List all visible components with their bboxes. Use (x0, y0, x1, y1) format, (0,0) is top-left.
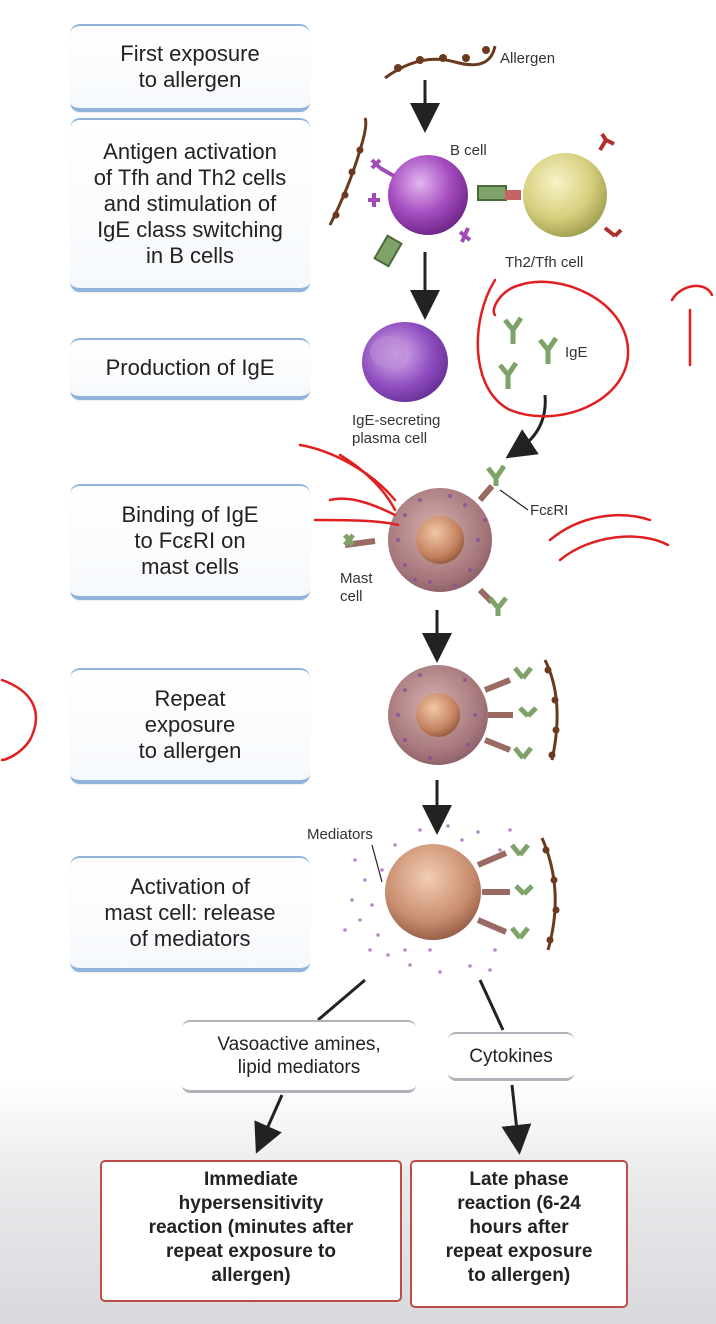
box-late-phase-reaction: Late phase reaction (6-24 hours after re… (410, 1160, 628, 1308)
ige-molecules (498, 316, 559, 389)
step-activation-mast-cell-text: Activation of mast cell: release of medi… (104, 874, 276, 951)
th2-cell (523, 132, 623, 238)
step-repeat-exposure-text: Repeat exposure to allergen (138, 686, 242, 763)
label-b-cell: B cell (450, 142, 487, 159)
label-th2-cell: Th2/Tfh cell (505, 254, 584, 271)
box-cytokines-text: Cytokines (469, 1045, 553, 1067)
flow-arrows (254, 80, 547, 1155)
step-antigen-activation: Antigen activation of Tfh and Th2 cells … (70, 118, 310, 292)
label-mast-cell: Mast cell (340, 570, 373, 605)
label-plasma-cell: IgE-secreting plasma cell (352, 412, 441, 447)
mast-cell-1 (343, 464, 529, 616)
plasma-cell (362, 322, 448, 402)
box-vasoactive-amines: Vasoactive amines, lipid mediators (182, 1020, 416, 1093)
mast-cell-3 (343, 824, 560, 974)
box-immediate-hypersensitivity: Immediate hypersensitivity reaction (min… (100, 1160, 402, 1302)
step-binding-ige: Binding of IgE to FcεRI on mast cells (70, 484, 310, 600)
box-late-phase-reaction-text: Late phase reaction (6-24 hours after re… (445, 1169, 593, 1286)
label-ige: IgE (565, 344, 588, 361)
label-mediators: Mediators (307, 826, 373, 843)
red-annotations (0, 278, 714, 762)
box-vasoactive-amines-text: Vasoactive amines, lipid mediators (217, 1034, 381, 1078)
allergen-strand (384, 45, 497, 80)
step-first-exposure-text: First exposure to allergen (120, 41, 260, 92)
step-binding-ige-text: Binding of IgE to FcεRI on mast cells (121, 502, 259, 579)
step-production-ige-text: Production of IgE (105, 355, 275, 380)
mast-cell-2 (388, 659, 560, 765)
step-antigen-activation-text: Antigen activation of Tfh and Th2 cells … (93, 139, 287, 268)
b-cell (328, 117, 521, 268)
step-repeat-exposure: Repeat exposure to allergen (70, 668, 310, 784)
step-activation-mast-cell: Activation of mast cell: release of medi… (70, 856, 310, 972)
label-allergen: Allergen (500, 50, 556, 67)
box-immediate-hypersensitivity-text: Immediate hypersensitivity reaction (min… (148, 1169, 354, 1286)
step-first-exposure: First exposure to allergen (70, 24, 310, 112)
box-cytokines: Cytokines (448, 1032, 574, 1081)
step-production-ige: Production of IgE (70, 338, 310, 400)
label-fcri: FcεRI (530, 502, 569, 519)
